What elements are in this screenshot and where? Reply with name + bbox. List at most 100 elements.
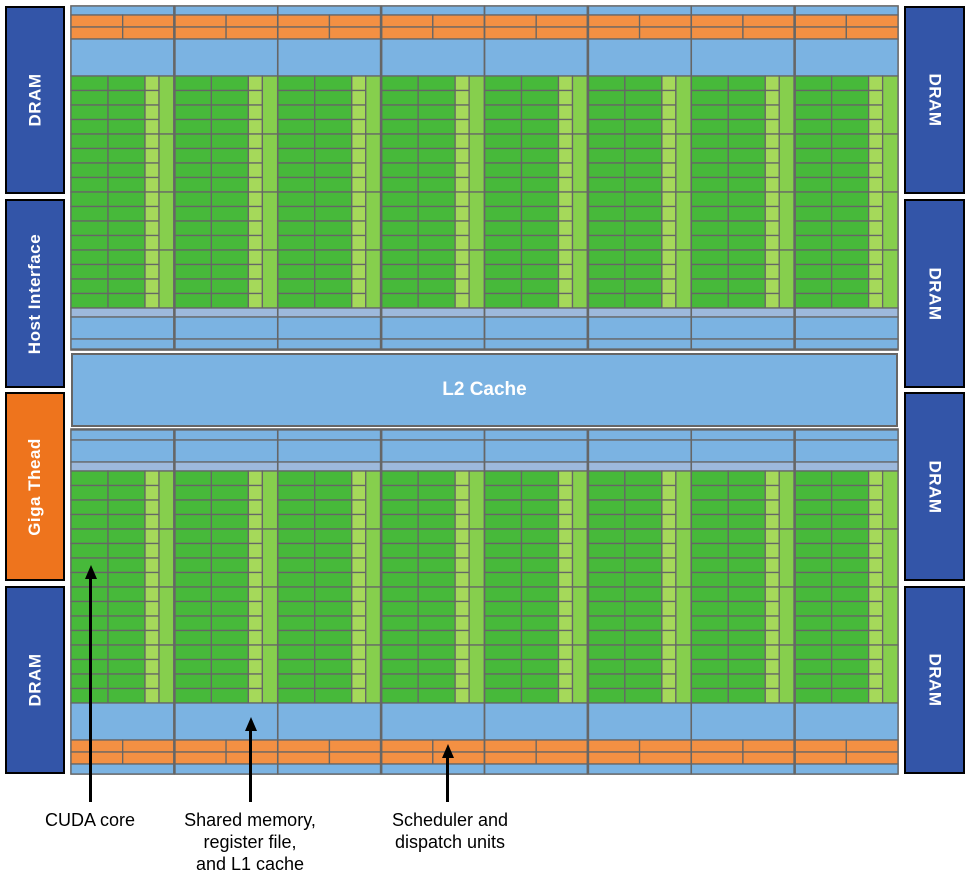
cuda-core xyxy=(830,292,870,309)
load-store-unit xyxy=(351,147,367,164)
dispatch-unit xyxy=(742,739,796,753)
cuda-core xyxy=(210,118,250,135)
cuda-core xyxy=(587,600,626,617)
cuda-core xyxy=(277,133,316,150)
load-store-unit xyxy=(454,263,470,280)
cuda-core xyxy=(587,292,626,309)
dispatch-unit xyxy=(845,751,899,765)
cuda-core xyxy=(173,89,213,106)
load-store-unit xyxy=(144,205,160,222)
cuda-core xyxy=(70,176,109,193)
load-store-unit xyxy=(351,484,367,501)
special-function-unit xyxy=(778,133,796,193)
cuda-core xyxy=(173,191,213,208)
cache-bar xyxy=(277,439,382,463)
load-store-unit xyxy=(454,118,470,135)
dispatch-unit xyxy=(173,14,227,28)
dispatch-unit xyxy=(742,14,796,28)
cuda-core xyxy=(314,687,353,704)
cuda-core xyxy=(314,571,353,588)
cuda-core xyxy=(314,673,353,690)
cache-bar xyxy=(70,763,176,775)
load-store-unit xyxy=(661,292,677,309)
cuda-core xyxy=(483,586,523,603)
load-store-unit xyxy=(247,147,264,164)
cuda-core xyxy=(277,600,316,617)
cache-bar xyxy=(70,316,176,340)
cuda-core xyxy=(587,205,626,222)
cuda-core xyxy=(380,89,419,106)
cuda-core-callout: CUDA core xyxy=(20,809,160,831)
cuda-core xyxy=(587,263,626,280)
cuda-core xyxy=(417,220,456,237)
cuda-core xyxy=(210,499,250,516)
cache-bar xyxy=(483,5,589,16)
cuda-core xyxy=(277,89,316,106)
cache-bar-pale xyxy=(793,307,899,318)
cuda-core xyxy=(173,557,213,574)
cuda-core xyxy=(830,234,870,251)
cuda-core xyxy=(624,470,663,487)
cuda-core xyxy=(624,528,663,545)
load-store-unit xyxy=(557,162,574,179)
special-function-unit xyxy=(261,528,279,588)
load-store-unit xyxy=(454,484,470,501)
cuda-core xyxy=(727,673,766,690)
cuda-core xyxy=(173,220,213,237)
cuda-core xyxy=(520,162,560,179)
cuda-core xyxy=(624,484,663,501)
cuda-core xyxy=(314,162,353,179)
dispatch-unit xyxy=(70,26,124,40)
cuda-core xyxy=(727,104,766,121)
cuda-core xyxy=(690,118,729,135)
cuda-core xyxy=(314,89,353,106)
cuda-core xyxy=(107,234,146,251)
cuda-core xyxy=(483,658,523,675)
dispatch-unit xyxy=(690,751,744,765)
cuda-core xyxy=(830,528,870,545)
cuda-core xyxy=(173,484,213,501)
cuda-core xyxy=(587,499,626,516)
load-store-unit xyxy=(867,644,884,661)
load-store-unit xyxy=(351,234,367,251)
cuda-core xyxy=(690,75,729,92)
load-store-unit xyxy=(351,278,367,295)
dispatch-unit xyxy=(328,26,382,40)
load-store-unit xyxy=(454,104,470,121)
cuda-core xyxy=(483,191,523,208)
cuda-core xyxy=(380,586,419,603)
special-function-unit xyxy=(365,249,382,309)
cuda-core xyxy=(210,147,250,164)
cuda-core xyxy=(107,249,146,266)
special-function-unit xyxy=(571,133,589,193)
cuda-core xyxy=(587,278,626,295)
cache-bar xyxy=(380,5,486,16)
cuda-core xyxy=(793,658,833,675)
l2-cache-block: L2 Cache xyxy=(71,353,898,427)
special-function-unit xyxy=(571,75,589,135)
cuda-core xyxy=(727,118,766,135)
load-store-unit xyxy=(867,147,884,164)
cuda-core xyxy=(520,629,560,646)
cuda-core xyxy=(520,513,560,530)
cuda-core xyxy=(483,278,523,295)
load-store-unit xyxy=(247,104,264,121)
load-store-unit xyxy=(351,528,367,545)
cuda-core xyxy=(210,104,250,121)
load-store-unit xyxy=(144,673,160,690)
load-store-unit xyxy=(144,278,160,295)
cache-bar xyxy=(793,338,899,350)
cuda-core xyxy=(624,89,663,106)
cuda-core xyxy=(520,220,560,237)
cuda-core xyxy=(624,220,663,237)
load-store-unit xyxy=(557,644,574,661)
load-store-unit xyxy=(557,470,574,487)
load-store-unit xyxy=(557,278,574,295)
cuda-core xyxy=(70,133,109,150)
cuda-core xyxy=(520,687,560,704)
cuda-core xyxy=(793,278,833,295)
cuda-core xyxy=(793,484,833,501)
dispatch-unit xyxy=(638,751,692,765)
load-store-unit xyxy=(764,499,780,516)
cuda-core xyxy=(793,528,833,545)
